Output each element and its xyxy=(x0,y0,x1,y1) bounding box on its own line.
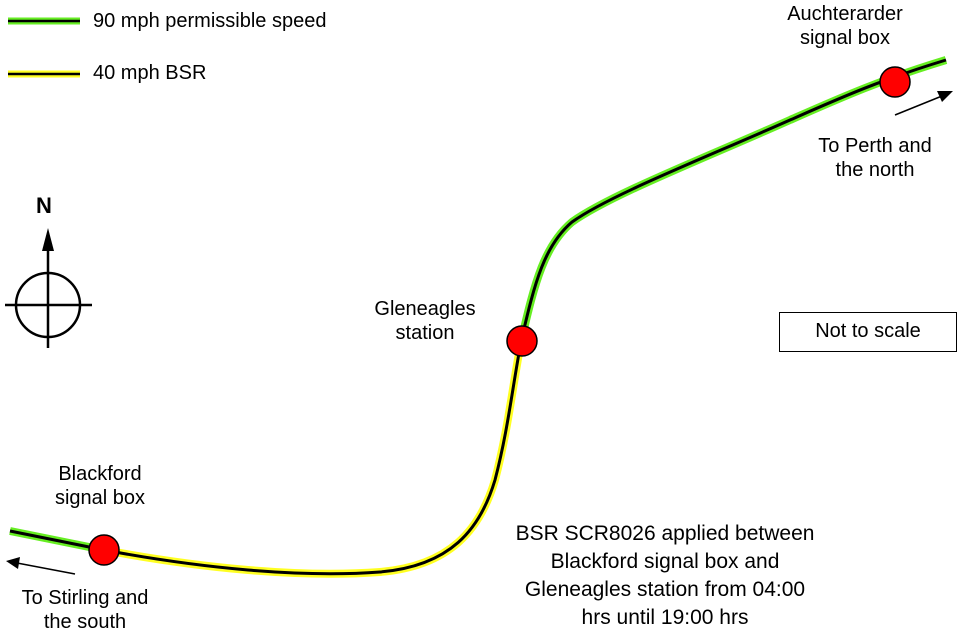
direction-south-label: To Stirling and the south xyxy=(5,586,165,634)
compass-north-label: N xyxy=(36,193,52,218)
blackford-label: Blackford signal box xyxy=(35,462,165,510)
gleneagles-label-line1: Gleneagles xyxy=(374,298,476,320)
auchterarder-marker xyxy=(879,66,911,98)
track-segment-east-90mph xyxy=(517,56,948,343)
auchterarder-label: Auchterarder signal box xyxy=(760,2,930,50)
compass-icon xyxy=(5,228,92,348)
arrow-to-perth-icon xyxy=(894,91,953,116)
direction-north-line1: To Perth and xyxy=(818,135,932,157)
bsr-note-line1: BSR SCR8026 applied between xyxy=(515,522,815,545)
bsr-note-line4: hrs until 19:00 hrs xyxy=(581,606,749,629)
not-to-scale-box: Not to scale xyxy=(779,312,957,352)
gleneagles-marker xyxy=(506,325,538,357)
auchterarder-label-line2: signal box xyxy=(799,27,891,49)
gleneagles-label-line2: station xyxy=(395,322,455,344)
blackford-label-line2: signal box xyxy=(54,487,146,509)
arrow-to-stirling-icon xyxy=(6,557,76,575)
track-segment-west-90mph xyxy=(9,527,105,554)
auchterarder-label-line1: Auchterarder xyxy=(787,3,903,25)
bsr-note-line3: Gleneagles station from 04:00 xyxy=(524,578,806,601)
bsr-note: BSR SCR8026 applied between Blackford si… xyxy=(470,520,860,632)
direction-south-line1: To Stirling and xyxy=(21,587,149,609)
direction-south-line2: the south xyxy=(43,611,127,633)
legend-label-bsr: 40 mph BSR xyxy=(93,62,207,84)
direction-north-label: To Perth and the north xyxy=(800,134,950,182)
gleneagles-label: Gleneagles station xyxy=(350,297,500,345)
legend-label-permissible: 90 mph permissible speed xyxy=(93,10,327,32)
bsr-note-line2: Blackford signal box and xyxy=(550,550,780,573)
blackford-marker xyxy=(88,534,120,566)
track-segment-bsr-40mph xyxy=(103,341,525,578)
direction-north-line2: the north xyxy=(835,159,915,181)
blackford-label-line1: Blackford xyxy=(58,463,142,485)
